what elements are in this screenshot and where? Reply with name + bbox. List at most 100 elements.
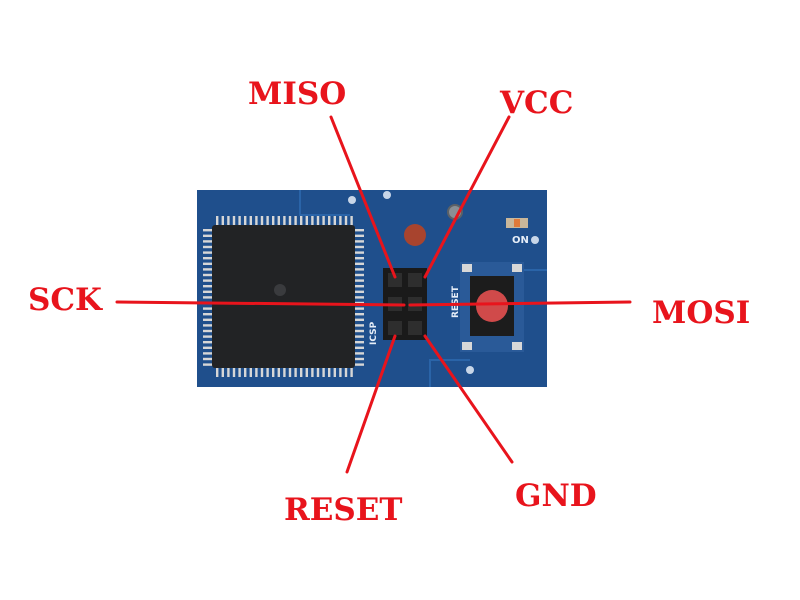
chip-pin: [255, 367, 258, 377]
chip-pin: [238, 367, 241, 377]
chip-pins-left: [203, 229, 213, 366]
via-dot: [383, 191, 391, 199]
chip-pin: [221, 367, 224, 377]
chip-pin: [354, 313, 364, 316]
chip-pin: [354, 279, 364, 282]
chip-pins-bottom: [216, 367, 353, 377]
microcontroller-chip: [203, 216, 364, 377]
chip-pin: [216, 216, 219, 226]
reset-label: RESET: [284, 492, 402, 528]
leader-lines: [115, 115, 632, 474]
chip-pin: [354, 301, 364, 305]
header-pin: [388, 273, 402, 287]
chip-pin: [344, 216, 348, 226]
chip-pin: [300, 216, 303, 226]
chip-pin: [354, 285, 364, 288]
chip-pin: [232, 216, 236, 226]
chip-pin: [277, 216, 280, 226]
pcb-trace: [299, 190, 350, 216]
chip-pin: [249, 367, 252, 377]
chip-pin: [203, 240, 213, 243]
chip-pin: [203, 296, 213, 299]
button-label: RESET: [451, 285, 461, 318]
chip-pin: [354, 352, 364, 355]
button-leg: [512, 264, 522, 272]
via-dot: [466, 366, 474, 374]
chip-pin: [203, 257, 213, 260]
chip-pins-top: [216, 216, 353, 226]
chip-pin: [288, 367, 292, 377]
chip-pin: [354, 329, 364, 333]
chip-pin: [354, 335, 364, 338]
chip-pin: [260, 367, 264, 377]
chip-pin: [203, 307, 213, 310]
chip-pin: [311, 216, 314, 226]
chip-pin: [333, 367, 336, 377]
chip-pin: [266, 216, 269, 226]
chip-pin: [221, 216, 224, 226]
chip-pin: [354, 324, 364, 327]
chip-pin: [354, 341, 364, 344]
chip-pin: [203, 357, 213, 361]
chip-pin: [354, 296, 364, 299]
chip-pin: [244, 216, 247, 226]
chip-pin: [203, 341, 213, 344]
gnd-leader-line: [423, 334, 514, 464]
chip-pin: [203, 346, 213, 349]
chip-pin: [272, 216, 275, 226]
chip-pin: [266, 367, 269, 377]
button-leg: [462, 342, 472, 350]
via-dot: [531, 236, 539, 244]
chip-pin: [354, 257, 364, 260]
chip-pin: [203, 251, 213, 254]
power-led: ON: [506, 218, 529, 246]
chip-pin: [203, 290, 213, 293]
reset-leader-line: [345, 334, 397, 474]
chip-pin: [203, 313, 213, 316]
chip-pin: [203, 273, 213, 277]
chip-pin: [316, 367, 320, 377]
chip-pin: [354, 229, 364, 232]
chip-pin: [203, 262, 213, 265]
header-pin: [408, 321, 422, 335]
chip-pin: [249, 216, 252, 226]
mosi-label: MOSI: [652, 295, 750, 331]
chip-pin: [311, 367, 314, 377]
chip-body: [212, 225, 355, 368]
led-lens: [514, 219, 520, 227]
chip-pin: [354, 245, 364, 249]
chip-pin: [316, 216, 320, 226]
chip-pin: [354, 234, 364, 237]
chip-pin: [203, 268, 213, 271]
chip-pin: [203, 229, 213, 232]
button-leg: [462, 264, 472, 272]
sck-label: SCK: [28, 282, 103, 318]
miso-leader-line: [329, 115, 397, 279]
pcb-trace: [429, 359, 470, 387]
via-dot: [348, 196, 356, 204]
chip-pin: [354, 240, 364, 243]
chip-pin: [354, 346, 364, 349]
vcc-label: VCC: [499, 85, 573, 121]
button-leg: [512, 342, 522, 350]
chip-pin: [288, 216, 292, 226]
chip-pin: [203, 329, 213, 333]
gnd-label: GND: [515, 478, 597, 514]
chip-pin: [203, 363, 213, 366]
chip-pin: [203, 335, 213, 338]
chip-pin: [260, 216, 264, 226]
chip-pin: [350, 367, 353, 377]
chip-pin: [272, 367, 275, 377]
copper-via: [404, 224, 426, 246]
chip-pin: [255, 216, 258, 226]
chip-pin: [203, 352, 213, 355]
chip-pin: [339, 216, 342, 226]
chip-pin: [322, 367, 325, 377]
vcc-leader-line: [423, 115, 511, 279]
chip-pin: [203, 324, 213, 327]
sck-leader-line: [115, 300, 406, 307]
chip-pin: [354, 290, 364, 293]
miso-label: MISO: [248, 76, 346, 112]
chip-pin: [354, 363, 364, 366]
